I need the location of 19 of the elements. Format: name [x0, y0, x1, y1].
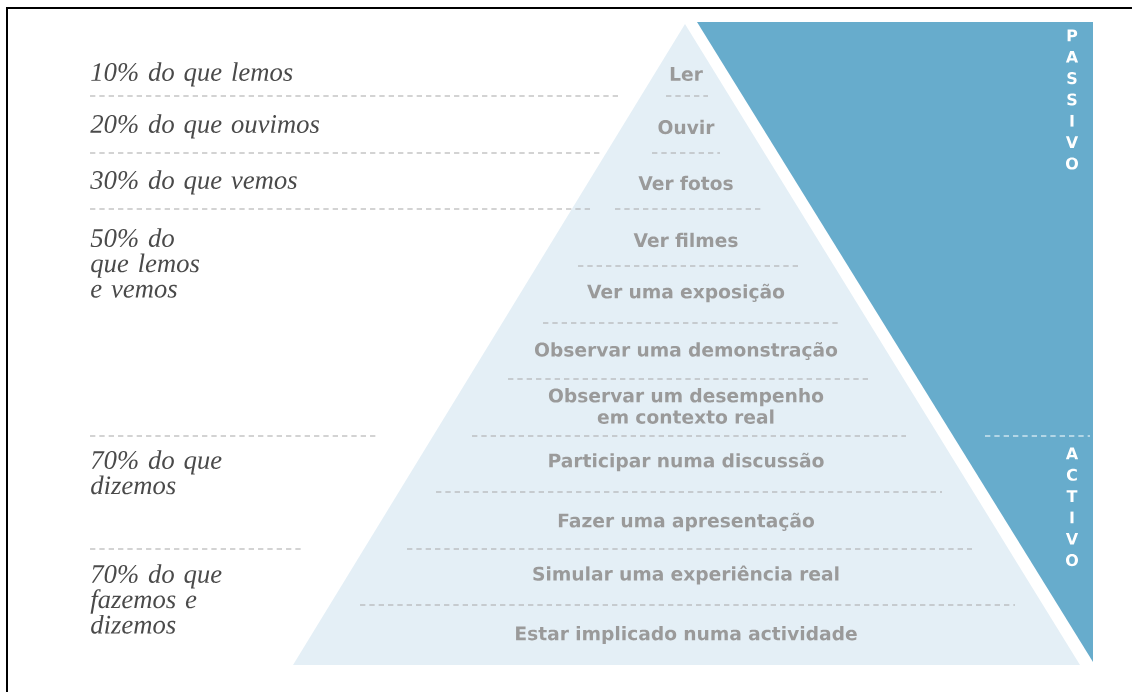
percent-note: 70% do que dizemos — [91, 450, 222, 495]
layer-label: Participar numa discussão — [549, 452, 824, 472]
layer-label: Ver filmes — [633, 232, 738, 248]
percent-note: 10% do que lemos — [91, 62, 293, 87]
layer-label: Ver uma exposição — [587, 283, 785, 303]
layer-label: Observar um desempenho em contexto real — [548, 388, 824, 424]
vertical-label: PASSIVO — [1065, 29, 1079, 170]
percent-note: 50% do que lemos e vemos — [90, 228, 200, 298]
layer-label: Ler — [670, 67, 703, 81]
layer-label: Ouvir — [658, 119, 715, 135]
layer-label: Fazer uma apresentação — [558, 512, 814, 532]
vertical-label: ACTIVO — [1065, 447, 1079, 567]
layer-label: Ver fotos — [638, 175, 733, 191]
layer-label: Estar implicado numa actividade — [516, 625, 857, 645]
layer-label: Observar uma demonstração — [535, 341, 838, 361]
percent-note: 30% do que vemos — [90, 170, 297, 195]
layer-label: Simular uma experiência real — [533, 565, 839, 585]
percent-note: 20% do que ouvimos — [90, 114, 320, 139]
percent-note: 70% do que fazemos e dizemos — [90, 564, 222, 634]
